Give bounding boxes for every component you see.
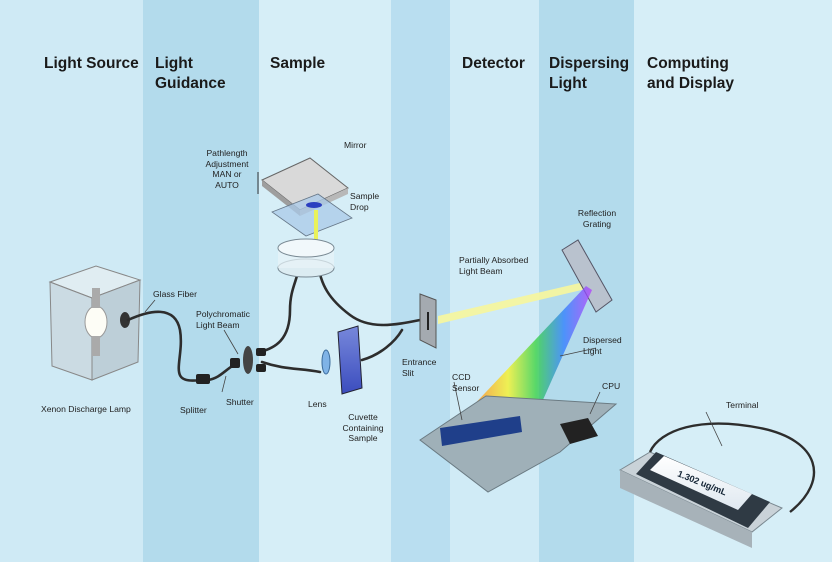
- label-entrance-slit: Entrance Slit: [402, 357, 437, 378]
- splitter-body: [196, 374, 210, 384]
- shutter-disc: [243, 346, 253, 374]
- label-dispersed-light: Dispersed Light: [583, 335, 622, 356]
- label-lens: Lens: [308, 399, 327, 409]
- label-xenon-lamp: Xenon Discharge Lamp: [41, 404, 131, 414]
- label-polychromatic: Polychromatic Light Beam: [196, 309, 250, 330]
- label-ccd-sensor: CCD Sensor: [452, 372, 480, 393]
- label-partially-absorbed: Partially Absorbed Light Beam: [459, 255, 529, 276]
- heading-sample: Sample: [270, 55, 326, 72]
- heading-light-guidance: Light Guidance: [155, 55, 226, 92]
- heading-light-source: Light Source: [44, 55, 139, 72]
- label-cuvette: Cuvette Containing Sample: [342, 412, 384, 443]
- lens-shape: [321, 349, 331, 375]
- heading-detector: Detector: [462, 55, 525, 72]
- heading-dispersing-light: Dispersing Light: [549, 55, 630, 92]
- label-splitter: Splitter: [180, 405, 207, 415]
- label-glass-fiber: Glass Fiber: [153, 289, 197, 299]
- glass-fibers: [126, 260, 422, 382]
- heading-computing-display: Computing and Display: [647, 55, 734, 92]
- label-terminal: Terminal: [726, 400, 759, 410]
- label-cpu: CPU: [602, 381, 621, 391]
- label-reflection-grating: Reflection Grating: [577, 208, 617, 229]
- xenon-lamp-box: [48, 265, 142, 381]
- band-light-guidance: [143, 0, 259, 562]
- band-sample: [259, 0, 391, 562]
- label-sample-drop: Sample Drop: [350, 191, 380, 212]
- dispersed-spectrum: [452, 286, 592, 428]
- label-mirror: Mirror: [344, 140, 367, 150]
- band-gap: [391, 0, 450, 562]
- terminal-device: [618, 451, 783, 548]
- label-shutter: Shutter: [226, 397, 254, 407]
- cpu-chip: [560, 418, 598, 444]
- label-pathlength: Pathlength Adjustment MAN or AUTO: [205, 148, 249, 190]
